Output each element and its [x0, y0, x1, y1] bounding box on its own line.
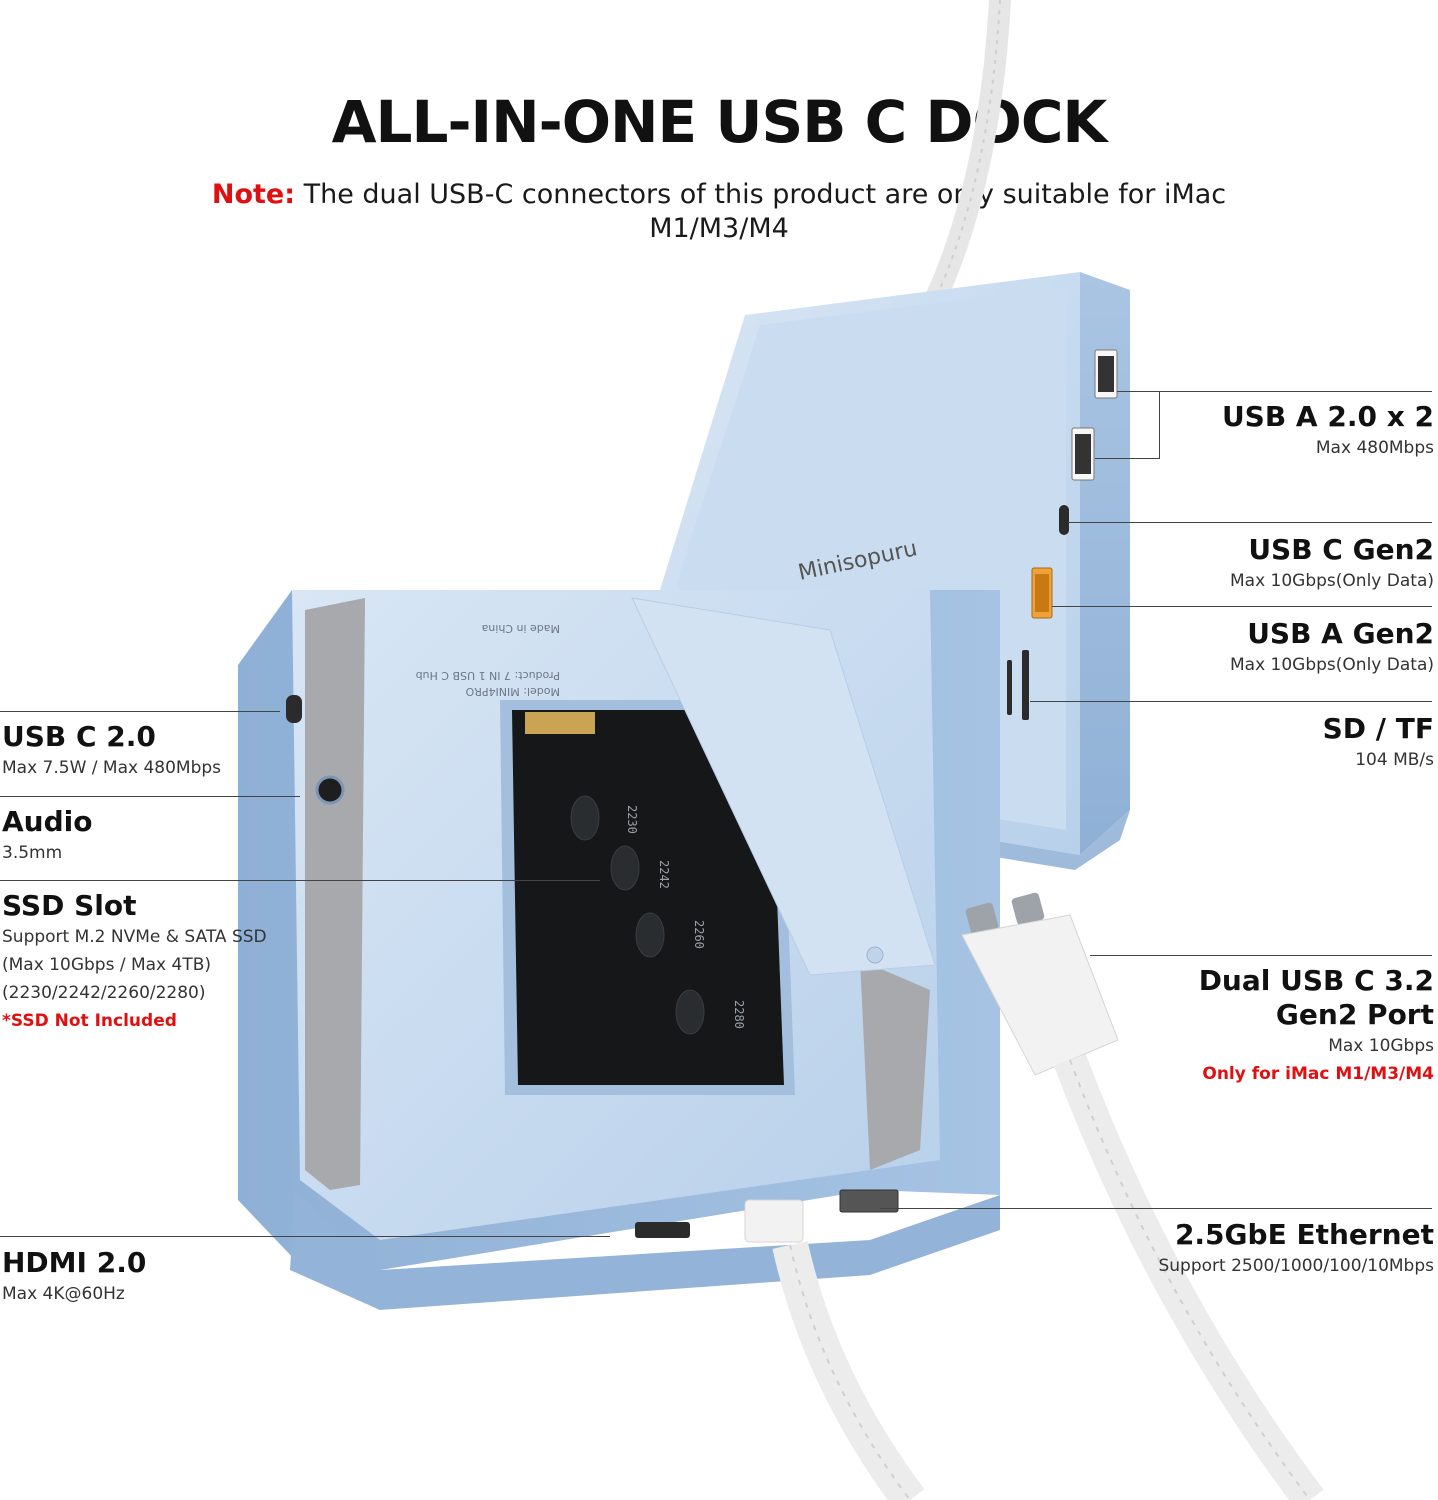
- callout-line-hdmi: [0, 1236, 610, 1237]
- label-usb-c-gen2-title: USB C Gen2: [1248, 533, 1434, 566]
- usbc-plug-1: [965, 902, 999, 936]
- audio-jack: [315, 775, 345, 805]
- ssd-length-2260: 2260: [692, 920, 706, 949]
- connector-housing: [961, 914, 1119, 1076]
- callout-line-audio: [0, 796, 300, 797]
- callout-line-sd-tf: [1030, 701, 1432, 702]
- ssd-standoff-holes: [570, 795, 705, 1035]
- note-label: Note:: [211, 179, 296, 210]
- label-usb-c20-sub: Max 7.5W / Max 480Mbps: [2, 758, 222, 778]
- usb-c-gen2-port: [1059, 505, 1069, 535]
- rubber-pad-left: [305, 598, 365, 1190]
- label-sd-tf-title: SD / TF: [1322, 712, 1434, 745]
- label-usb-c20-title: USB C 2.0: [2, 720, 156, 753]
- label-sd-tf-sub: 104 MB/s: [1355, 750, 1434, 770]
- usb-a20-port-2-inner: [1075, 434, 1091, 474]
- tf-slot: [1007, 660, 1012, 715]
- note-text: The dual USB-C connectors of this produc…: [295, 179, 1227, 244]
- front-cable-plug: [744, 1199, 804, 1243]
- callout-line-usb-a20: [1160, 391, 1432, 392]
- top-cable: [924, 0, 1011, 311]
- label-ssd-slot-sub-3: (2230/2242/2260/2280): [2, 983, 206, 1003]
- product-text: Product: 7 IN 1 USB C Hub: [416, 669, 560, 682]
- label-usb-c-gen2-sub: Max 10Gbps(Only Data): [1230, 571, 1434, 591]
- callout-line-ethernet: [880, 1208, 1432, 1209]
- callout-line-usb-c20: [0, 711, 280, 712]
- label-ssd-slot-warning: *SSD Not Included: [2, 1011, 177, 1031]
- ethernet-port: [839, 1189, 899, 1213]
- label-audio-title: Audio: [2, 805, 93, 838]
- front-cable: [744, 1199, 925, 1500]
- model-text: Model: MINI4PRO: [465, 685, 560, 698]
- usbc-plug-2: [1011, 892, 1045, 926]
- label-ethernet-sub: Support 2500/1000/100/10Mbps: [1158, 1256, 1434, 1276]
- label-usb-a-gen2: USB A Gen2 Max 10Gbps(Only Data): [1230, 617, 1434, 679]
- label-dual-usbc-title-2: Gen2 Port: [1275, 998, 1434, 1031]
- lid-screw: [866, 946, 884, 964]
- callout-bracket-usb-a20: [1159, 391, 1160, 459]
- callout-line-usb-a20-top: [1117, 391, 1160, 392]
- ssd-length-2280: 2280: [732, 1000, 746, 1029]
- label-ssd-slot-sub-2: (Max 10Gbps / Max 4TB): [2, 955, 212, 975]
- usb-c20-port: [286, 695, 302, 723]
- sd-slot: [1022, 650, 1029, 720]
- callout-line-dual-usbc: [1090, 955, 1432, 956]
- label-ssd-slot-title: SSD Slot: [2, 889, 137, 922]
- label-hdmi: HDMI 2.0 Max 4K@60Hz: [2, 1246, 146, 1308]
- label-usb-a20-title: USB A 2.0 x 2: [1221, 400, 1434, 433]
- label-audio-sub: 3.5mm: [2, 843, 63, 863]
- ssd-cover-lid: [631, 597, 936, 976]
- callout-line-usb-a-gen2: [1052, 606, 1432, 607]
- label-usb-a-gen2-title: USB A Gen2: [1247, 617, 1434, 650]
- label-ethernet: 2.5GbE Ethernet Support 2500/1000/100/10…: [1158, 1218, 1434, 1280]
- label-dual-usbc: Dual USB C 3.2 Gen2 Port Max 10Gbps Only…: [1199, 964, 1434, 1088]
- label-usb-a20-sub: Max 480Mbps: [1315, 438, 1434, 458]
- label-hdmi-title: HDMI 2.0: [2, 1246, 147, 1279]
- label-usb-a-gen2-sub: Max 10Gbps(Only Data): [1230, 655, 1434, 675]
- ssd-length-2230: 2230: [625, 805, 639, 834]
- callout-line-ssd: [0, 880, 600, 881]
- dual-usbc-cable: [961, 892, 1324, 1500]
- label-usb-c-gen2: USB C Gen2 Max 10Gbps(Only Data): [1230, 533, 1434, 595]
- made-in-text: Made in China: [482, 622, 560, 635]
- label-dual-usbc-warning: Only for iMac M1/M3/M4: [1202, 1064, 1434, 1084]
- label-usb-a20: USB A 2.0 x 2 Max 480Mbps: [1222, 400, 1434, 462]
- callout-line-usb-a20-bottom: [1095, 458, 1160, 459]
- hdmi-port: [635, 1222, 690, 1238]
- front-dock-device: 2230 2242 2260 2280 Made in China Produc…: [238, 590, 1000, 1310]
- usb-a20-port-1-inner: [1098, 356, 1114, 392]
- rubber-pad-right: [860, 960, 930, 1170]
- label-dual-usbc-sub: Max 10Gbps: [1328, 1036, 1434, 1056]
- ssd-length-2242: 2242: [657, 860, 671, 889]
- m2-connector: [525, 712, 595, 734]
- label-audio: Audio 3.5mm: [2, 805, 92, 867]
- usb-a-gen2-port-inner: [1035, 574, 1049, 612]
- label-hdmi-sub: Max 4K@60Hz: [2, 1284, 125, 1304]
- label-ethernet-title: 2.5GbE Ethernet: [1174, 1218, 1434, 1251]
- label-usb-c20: USB C 2.0 Max 7.5W / Max 480Mbps: [2, 720, 221, 782]
- label-ssd-slot-sub-1: Support M.2 NVMe & SATA SSD: [2, 927, 267, 947]
- label-dual-usbc-title-1: Dual USB C 3.2: [1198, 964, 1434, 997]
- label-sd-tf: SD / TF 104 MB/s: [1323, 712, 1434, 774]
- callout-line-usb-c-gen2: [1068, 522, 1432, 523]
- compatibility-note: Note: The dual USB-C connectors of this …: [200, 178, 1238, 246]
- label-ssd-slot: SSD Slot Support M.2 NVMe & SATA SSD (Ma…: [2, 889, 267, 1035]
